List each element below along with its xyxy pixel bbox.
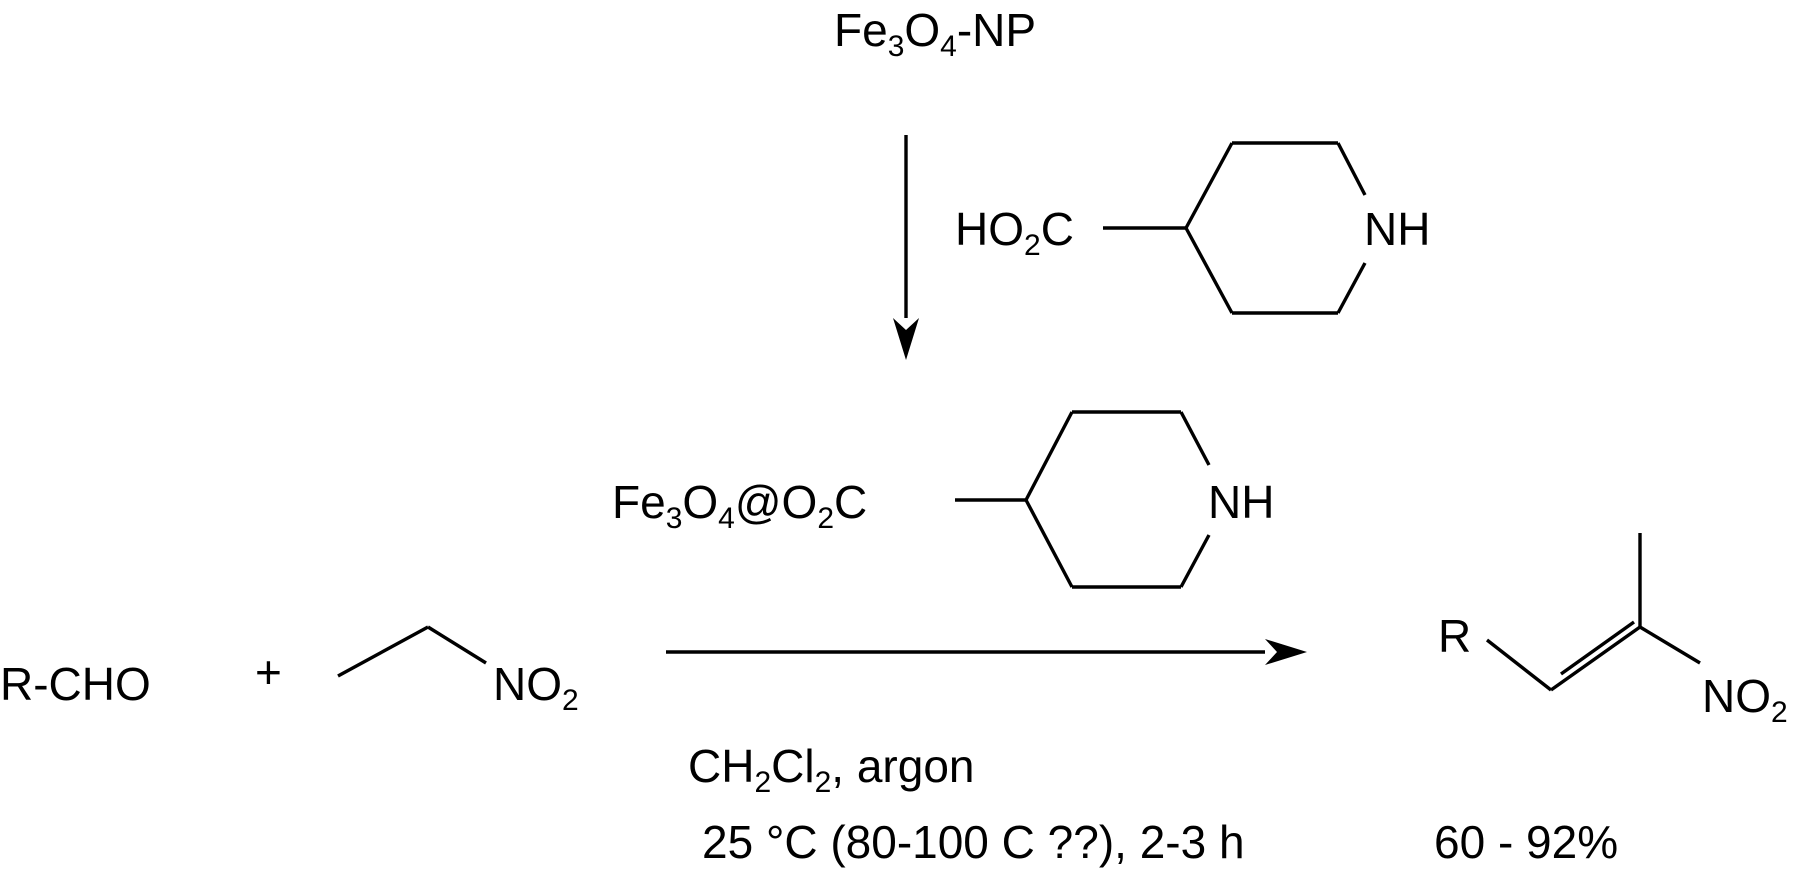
vertical-arrowhead bbox=[893, 318, 919, 360]
reactant-aldehyde-label: R-CHO bbox=[0, 658, 151, 710]
start-material-label: Fe3O4-NP bbox=[834, 4, 1036, 63]
product-nitro-label: NO2 bbox=[1702, 670, 1788, 729]
product-skeleton bbox=[1485, 533, 1701, 692]
ligand-acid-label: HO2C bbox=[955, 203, 1074, 262]
yield-label: 60 - 92% bbox=[1434, 816, 1618, 868]
catalyst-label: Fe3O4@O2C bbox=[612, 476, 867, 535]
catalyst-amine-label: NH bbox=[1208, 476, 1274, 528]
nitroethane-nitro-label: NO2 bbox=[493, 658, 579, 717]
conditions-solvent-label: CH2Cl2, argon bbox=[688, 740, 975, 799]
ligand-piperidine-ring bbox=[1103, 141, 1367, 315]
reaction-arrowhead bbox=[1265, 639, 1307, 665]
product-r-label: R bbox=[1438, 610, 1471, 662]
nitroethane-skeleton bbox=[337, 625, 487, 678]
conditions-temperature-label: 25 °C (80-100 C ??), 2-3 h bbox=[702, 816, 1245, 868]
catalyst-piperidine-ring bbox=[955, 410, 1211, 589]
ligand-amine-label: NH bbox=[1364, 203, 1430, 255]
plus-sign: + bbox=[255, 646, 282, 698]
